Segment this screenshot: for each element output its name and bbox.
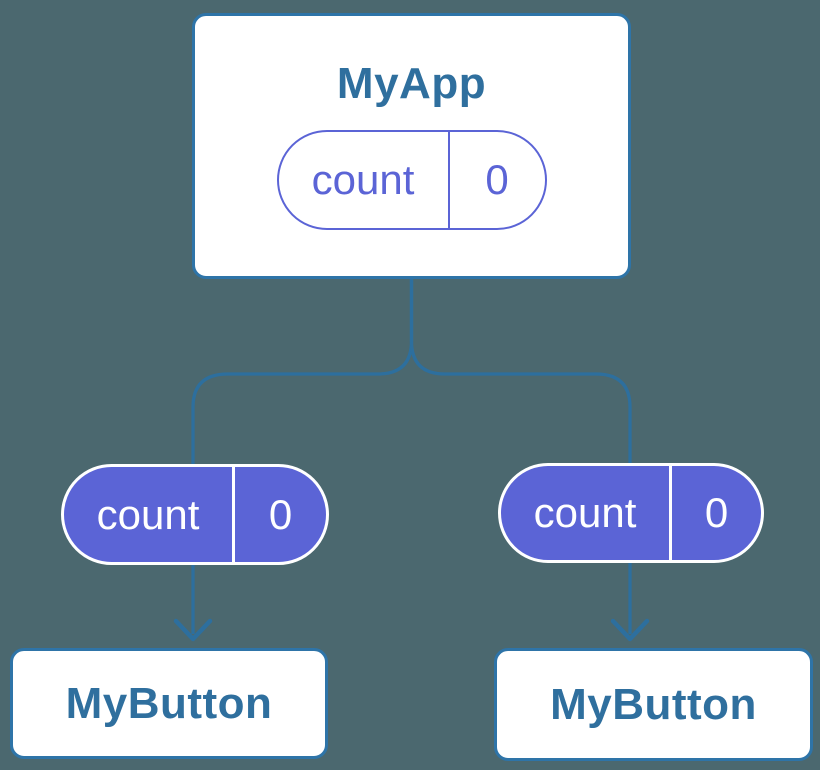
prop-pill-right-value: 0 (669, 466, 761, 560)
arrowhead-down-right-icon (610, 618, 650, 642)
root-component-card: MyApp count 0 (192, 13, 631, 279)
child-component-card-right: MyButton (494, 648, 813, 761)
prop-pill-right-label: count (533, 489, 637, 536)
connector-left-branch (191, 279, 414, 634)
prop-pill-left-value: 0 (232, 467, 326, 562)
prop-pill-right: count 0 (498, 463, 764, 563)
state-pill-value: 0 (447, 132, 545, 228)
child-component-title-right: MyButton (550, 679, 757, 729)
child-component-title-left: MyButton (65, 678, 273, 728)
arrowhead-down-left-icon (173, 618, 213, 642)
state-pill-label: count (311, 156, 415, 203)
child-component-card-left: MyButton (10, 648, 328, 759)
prop-pill-left: count 0 (61, 464, 329, 565)
root-component-title: MyApp (336, 59, 487, 108)
prop-pill-left-label: count (96, 490, 200, 538)
root-state-pill: count 0 (276, 130, 547, 230)
connector-right-branch (409, 279, 632, 634)
